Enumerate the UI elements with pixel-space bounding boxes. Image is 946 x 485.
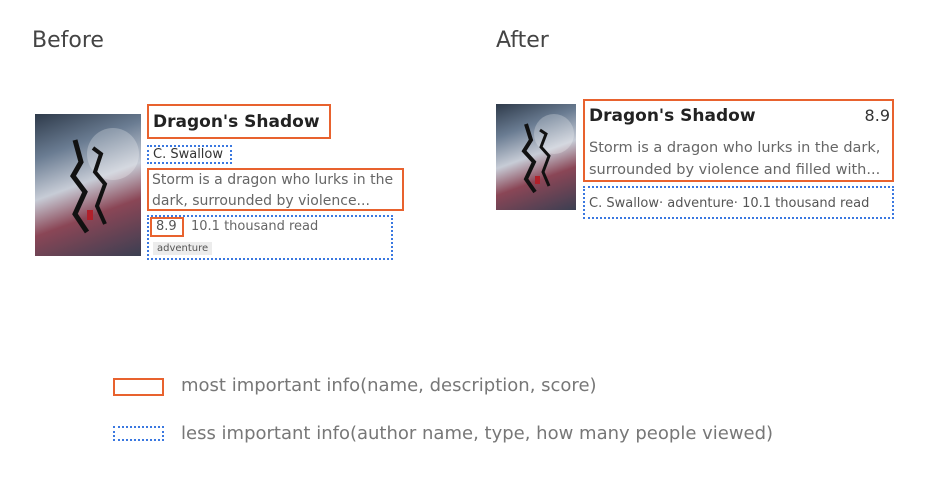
book-description: Storm is a dragon who lurks in the dark,… [589, 140, 881, 178]
title-description-score-highlight-box [583, 99, 894, 182]
legend-solid-label: most important info(name, description, s… [181, 375, 597, 396]
author-name: C. Swallow [153, 147, 224, 162]
book-cover-image [496, 104, 576, 210]
meta-line: C. Swallow· adventure· 10.1 thousand rea… [589, 196, 870, 211]
title-highlight-box [147, 104, 331, 139]
description-highlight-box [147, 168, 404, 211]
legend-solid-swatch [113, 378, 164, 396]
legend-dotted-label: less important info(author name, type, h… [181, 423, 774, 444]
legend-dotted-swatch [113, 426, 164, 441]
book-title: Dragon's Shadow [153, 112, 320, 132]
author-highlight-box [147, 145, 232, 164]
meta-highlight-box [583, 186, 894, 219]
before-heading: Before [32, 28, 104, 53]
read-count: 10.1 thousand read [191, 219, 319, 234]
score: 8.9 [864, 106, 890, 125]
score: 8.9 [156, 219, 177, 234]
genre-tag: adventure [153, 242, 213, 255]
meta-highlight-box [147, 215, 393, 260]
score-highlight-box [150, 217, 184, 237]
book-title: Dragon's Shadow [589, 106, 756, 126]
book-cover-image [35, 114, 141, 256]
book-description: Storm is a dragon who lurks in the dark,… [152, 172, 394, 209]
after-heading: After [496, 28, 549, 53]
